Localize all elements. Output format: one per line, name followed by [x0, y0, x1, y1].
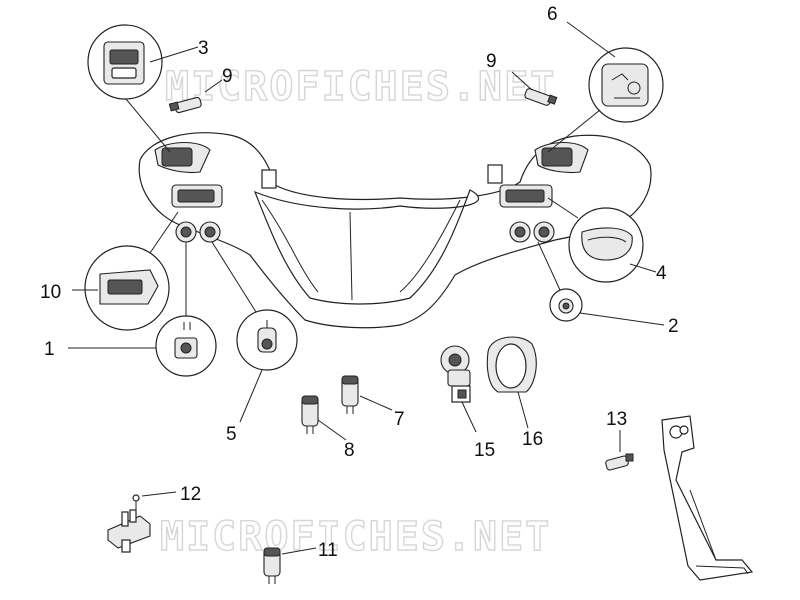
part-1-holder: 1 — [44, 242, 217, 377]
part-16-bezel: 16 — [486, 336, 543, 450]
side-stand — [661, 415, 754, 581]
callout-12: 12 — [180, 484, 201, 505]
part-15-ignition: 15 — [440, 345, 495, 461]
part-11-bulb: 11 — [263, 540, 338, 584]
callout-9-right: 9 — [486, 51, 497, 72]
part-12-bracket: 12 — [107, 484, 201, 553]
watermark-bottom: MICROFICHES.NET — [160, 514, 551, 560]
part-3-switch: 3 — [87, 24, 209, 153]
watermark-top: MICROFICHES.NET — [165, 64, 556, 110]
callout-11: 11 — [318, 540, 338, 561]
callout-9-left: 9 — [222, 66, 233, 87]
callout-6: 6 — [547, 4, 558, 25]
callout-7: 7 — [394, 409, 405, 430]
part-6-switch: 6 — [547, 4, 664, 153]
part-9-bulb-left: 9 — [168, 66, 233, 114]
callout-15: 15 — [474, 440, 495, 461]
part-5-knob: 5 — [211, 241, 298, 445]
part-9-bulb-right: 9 — [486, 51, 558, 106]
part-13-bulb: 13 — [605, 409, 634, 471]
part-4-lens: 4 — [547, 197, 667, 284]
callout-8: 8 — [344, 440, 355, 461]
callout-16: 16 — [522, 429, 543, 450]
callout-1: 1 — [44, 339, 55, 360]
callout-10: 10 — [40, 282, 61, 303]
part-10-panel: 10 — [40, 211, 179, 331]
part-2-holder: 2 — [537, 241, 679, 337]
callout-13: 13 — [606, 409, 627, 430]
callout-4: 4 — [656, 263, 667, 284]
part-8-bulb: 8 — [301, 395, 355, 461]
callout-5: 5 — [226, 424, 237, 445]
callout-3: 3 — [198, 38, 209, 59]
callout-2: 2 — [668, 316, 679, 337]
part-7-bulb: 7 — [341, 375, 405, 430]
